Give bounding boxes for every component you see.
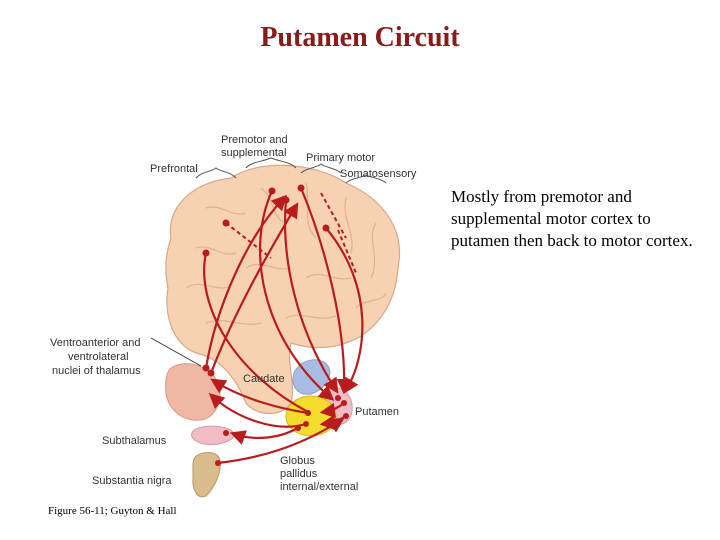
description-text: Mostly from premotor and supplemental mo… [451, 187, 693, 250]
neuron-dots [202, 184, 349, 466]
slide-title: Putamen Circuit [260, 22, 460, 53]
label-substantia-nigra: Substantia nigra [92, 475, 172, 487]
label-somatosensory: Somatosensory [340, 168, 417, 180]
label-prefrontal: Prefrontal [150, 163, 198, 175]
label-premotor-1: Premotor and [221, 134, 288, 146]
region-braces [195, 157, 387, 184]
thalamus-pointer [150, 337, 202, 367]
label-primary-motor: Primary motor [306, 152, 375, 164]
subthalamus-shape [191, 425, 235, 445]
label-globus-2: pallidus [280, 468, 318, 480]
label-premotor-2: supplemental [221, 147, 286, 159]
substantia-nigra-shape [192, 452, 221, 498]
label-caudate: Caudate [243, 373, 285, 385]
brain-diagram: Premotor and supplemental Prefrontal Pri… [46, 128, 432, 500]
label-thalamus-3: nuclei of thalamus [52, 365, 141, 377]
putamen-circuit-figure: Premotor and supplemental Prefrontal Pri… [46, 128, 432, 500]
label-subthalamus: Subthalamus [102, 435, 167, 447]
label-globus-3: internal/external [280, 481, 358, 493]
gyri-lines [185, 182, 387, 325]
label-thalamus-2: ventrolateral [68, 351, 129, 363]
cerebral-cortex [165, 164, 400, 415]
label-thalamus-1: Ventroanterior and [50, 337, 141, 349]
label-globus-1: Globus [280, 455, 315, 467]
label-putamen: Putamen [355, 406, 399, 418]
dashed-projections [225, 192, 357, 274]
figure-caption: Figure 56-11; Guyton & Hall [48, 505, 177, 517]
